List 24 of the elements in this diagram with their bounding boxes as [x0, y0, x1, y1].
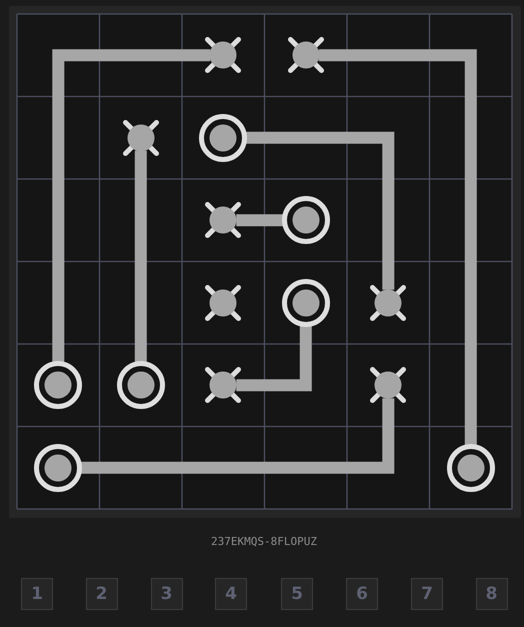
number-button: 3 — [150, 578, 182, 610]
crossed-dot — [122, 120, 159, 156]
ringed-dot — [199, 114, 248, 162]
crossed-dot — [370, 284, 406, 321]
ringed-dot — [282, 196, 330, 244]
crossed-dot — [205, 367, 242, 404]
crossed-dot — [370, 367, 406, 404]
number-button: 2 — [86, 578, 118, 610]
number-button: 6 — [346, 578, 378, 610]
ringed-dot — [446, 444, 495, 492]
number-button: 7 — [411, 578, 443, 610]
puzzle-code: 237EKMQS-8FLOPUZ — [211, 535, 317, 549]
crossed-dot — [288, 37, 324, 74]
number-button: 5 — [281, 578, 313, 610]
ringed-dot — [282, 278, 330, 327]
ringed-dot — [116, 361, 165, 410]
number-button: 8 — [476, 578, 508, 610]
crossed-dot — [205, 202, 242, 238]
ringed-dot — [34, 444, 82, 492]
crossed-dot — [205, 37, 242, 74]
crossed-dot — [205, 284, 242, 321]
number-button: 4 — [215, 578, 247, 610]
number-button: 1 — [21, 578, 53, 610]
ringed-dot — [34, 361, 82, 410]
